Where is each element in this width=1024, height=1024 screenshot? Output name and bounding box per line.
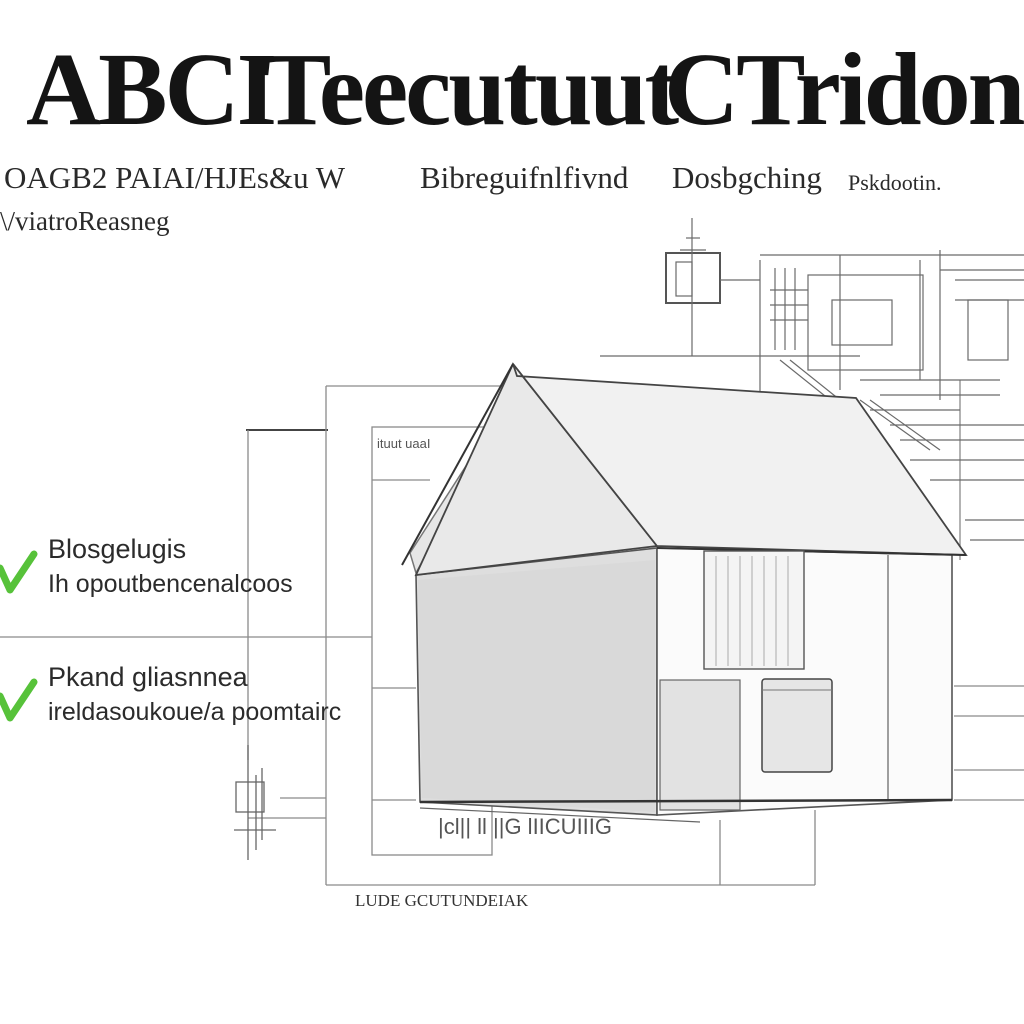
title-part-1: ABCI (26, 32, 277, 147)
left-fixture-sketch (234, 745, 276, 860)
subtitle-line-2: \/viatroReasneg (0, 206, 170, 236)
checkmark-icon (0, 550, 38, 594)
subtitle-part-1: OAGB2 PAIAI/HJEs&u W (4, 160, 346, 195)
title-part-3: CTridoni (664, 32, 1024, 147)
subtitle-part-4: Pskdootin. (848, 170, 942, 195)
subtitle: OAGB2 PAIAI/HJEs&u W Bibreguifnlfivnd Do… (0, 160, 1024, 200)
subtitle-part-2: Bibreguifnlfivnd (420, 160, 629, 195)
house-roof (512, 363, 968, 556)
base-annotation: |cl|| ll ||G lIICUIIIG (438, 814, 612, 839)
house-door (659, 679, 741, 811)
checklist-item-2-title: Pkand gliasnnea (48, 662, 248, 692)
checklist-item-2-description: ireldasoukoue/a poomtairc (48, 698, 342, 726)
checklist-item-1-title: Blosgelugis (48, 534, 187, 564)
house-model (401, 362, 968, 823)
checklist-item-1-description: Ih opoutbencenalcoos (48, 570, 293, 598)
mechanical-plan-sketch (600, 218, 1024, 541)
title-part-2: Teecutuut (262, 32, 679, 147)
bottom-label: LUDE GCUTUNDEIAK (355, 891, 529, 910)
house-appliance (761, 678, 833, 773)
house-window (703, 550, 805, 670)
base-label: |cl|| ll ||G lIICUIIIG (438, 814, 612, 839)
subtitle-part-3: Dosbgching (672, 160, 822, 195)
checkmark-icon (0, 678, 38, 722)
small-label: ituut uaaI (377, 436, 431, 451)
